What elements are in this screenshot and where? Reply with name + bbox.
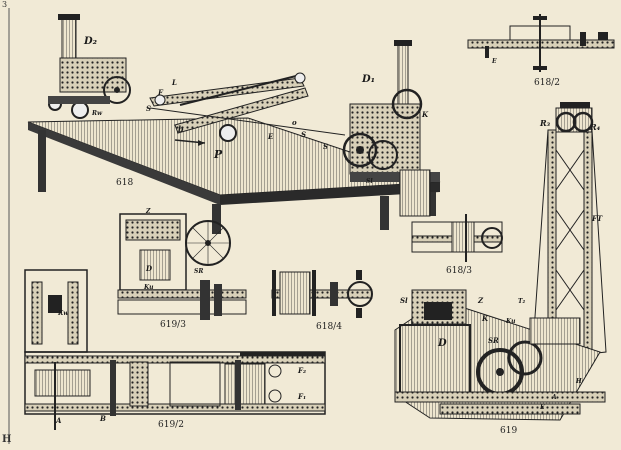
page-corner-letter: H	[2, 434, 12, 445]
label-d1: D₁	[362, 74, 376, 85]
caption-fig-619-2: 619/2	[158, 420, 184, 430]
label-e-618-2: E	[492, 58, 497, 65]
label-ku-619: Ku	[506, 318, 516, 325]
label-s-right: S	[323, 142, 329, 151]
label-sr-619: SR	[488, 336, 499, 345]
fig-619-2-illustration	[24, 269, 326, 430]
table-illustration	[27, 117, 441, 234]
label-b: b	[178, 124, 184, 134]
label-f: F	[158, 88, 163, 97]
label-r3: R₃	[540, 118, 551, 128]
label-ku-619-3: Ku	[144, 284, 154, 291]
crane-base-illustration	[394, 289, 606, 421]
label-z-619-3: Z	[146, 208, 151, 215]
label-b-619-2: B	[100, 414, 106, 423]
label-p: P	[214, 148, 223, 161]
label-sr-619-3: SR	[194, 268, 204, 275]
label-rw: Rw	[92, 110, 103, 117]
label-d-619: D	[438, 338, 447, 349]
label-a-619-2: A	[56, 416, 62, 425]
label-f2-619-2: F₂	[298, 366, 307, 375]
fig-618-2-illustration	[467, 14, 615, 72]
caption-fig-619: 619	[500, 426, 518, 436]
label-e-table: E	[268, 132, 274, 141]
fig-619-3-illustration	[117, 213, 247, 320]
page-corner-number: 3	[2, 0, 8, 9]
label-ft: FT	[592, 214, 603, 223]
label-s-middle: S	[301, 130, 307, 139]
label-r4: R₄	[590, 122, 601, 132]
label-kw-619-2: Kw	[58, 310, 69, 317]
crane-tower-illustration	[531, 102, 607, 361]
label-s-left: S	[146, 104, 152, 113]
label-o: o	[292, 118, 297, 127]
label-e-619: E	[540, 404, 545, 411]
caption-fig-618: 618	[116, 178, 134, 188]
fig-618-3-illustration	[411, 214, 503, 262]
label-t2-619: T₂	[518, 298, 526, 305]
label-z-619: Z	[478, 296, 484, 305]
label-k-619: K	[482, 314, 489, 323]
label-d-619-3: D	[146, 264, 153, 273]
label-sl-619: Sl	[400, 296, 408, 305]
fig-618-4-illustration	[271, 270, 373, 318]
label-h-619: H	[576, 378, 582, 385]
engine-d2-illustration	[48, 14, 131, 119]
caption-fig-618-2: 618/2	[534, 78, 560, 88]
caption-fig-619-3: 619/3	[160, 320, 186, 330]
label-k: K	[422, 110, 429, 119]
engine-d1-illustration	[342, 40, 440, 217]
caption-fig-618-4: 618/4	[316, 322, 342, 332]
caption-fig-618-3: 618/3	[446, 266, 472, 276]
label-d2: D₂	[84, 36, 98, 47]
label-l: L	[172, 78, 177, 87]
label-sl: Sl	[366, 178, 373, 185]
label-a-619: A	[552, 394, 557, 401]
label-f1-619-2: F₁	[298, 392, 307, 401]
transmission-bar-illustration	[149, 72, 346, 146]
